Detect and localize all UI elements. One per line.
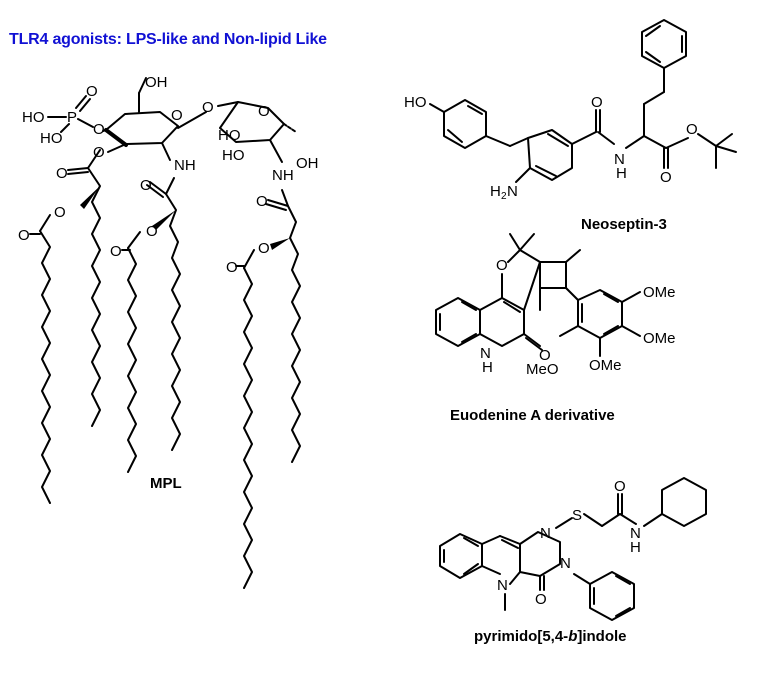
atom-label: O <box>171 107 183 124</box>
atom-label: O <box>18 227 30 244</box>
atom-label: N <box>480 345 491 362</box>
atom-label: H <box>630 539 641 556</box>
atom-label: O <box>258 240 270 257</box>
atom-label: N <box>560 555 571 572</box>
atom-label: O <box>202 99 214 116</box>
atom-label: O <box>146 223 158 240</box>
atom-label: O <box>54 204 66 221</box>
atom-label: O <box>614 478 626 495</box>
atom-label: OH <box>145 74 168 91</box>
atom-label: O <box>591 94 603 111</box>
euodenine-label: Euodenine A derivative <box>450 407 615 424</box>
atom-label: OMe <box>589 357 622 374</box>
atom-label: MeO <box>526 361 559 378</box>
atom-label: HO <box>218 127 241 144</box>
atom-label: HO <box>222 147 245 164</box>
atom-label: O <box>535 591 547 608</box>
atom-label: N <box>630 525 641 542</box>
atom-label: H <box>490 183 501 200</box>
atom-label: O <box>226 259 238 276</box>
atom-label: HO <box>22 109 45 126</box>
neoseptin-label: Neoseptin-3 <box>581 216 667 233</box>
pyrimidoindole-structure: N N N O S O N H pyrimido[5,4-b]indole <box>439 477 707 645</box>
atom-label: O <box>686 121 698 138</box>
atom-label: OMe <box>643 284 676 301</box>
atom-label: O <box>93 121 105 138</box>
atom-label: H <box>616 165 627 182</box>
atom-label: P <box>67 109 77 126</box>
atom-label: OH <box>296 155 319 172</box>
atom-label: NH <box>272 167 294 184</box>
mpl-label: MPL <box>150 475 182 492</box>
atom-label: O <box>496 257 508 274</box>
neoseptin-structure: HO H 2 N O N H O O <box>404 19 737 233</box>
atom-label: O <box>110 243 122 260</box>
atom-label: N <box>497 577 508 594</box>
atom-label: H <box>482 359 493 376</box>
atom-label: S <box>572 507 582 524</box>
atom-label: O <box>86 83 98 100</box>
atom-label: N <box>540 525 551 542</box>
atom-label: OMe <box>643 330 676 347</box>
mpl-structure: HO P O HO O OH O O O NH O OH HO HO NH <box>18 74 319 589</box>
pyrimidoindole-label: pyrimido[5,4-b]indole <box>474 628 627 645</box>
atom-label: O <box>140 177 152 194</box>
figure-title: TLR4 agonists: LPS-like and Non-lipid Li… <box>9 31 327 48</box>
atom-label: HO <box>40 130 63 147</box>
atom-label: N <box>507 183 518 200</box>
atom-label: 2 <box>501 191 507 202</box>
atom-label: NH <box>174 157 196 174</box>
atom-label: N <box>614 151 625 168</box>
atom-label: O <box>660 169 672 186</box>
atom-label: O <box>56 165 68 182</box>
atom-label: O <box>256 193 268 210</box>
atom-label: O <box>539 347 551 364</box>
euodenine-structure: N H O O OMe OMe OMe MeO Euodenine A deri… <box>435 233 676 424</box>
atom-label: HO <box>404 94 427 111</box>
atom-label: O <box>258 103 270 120</box>
